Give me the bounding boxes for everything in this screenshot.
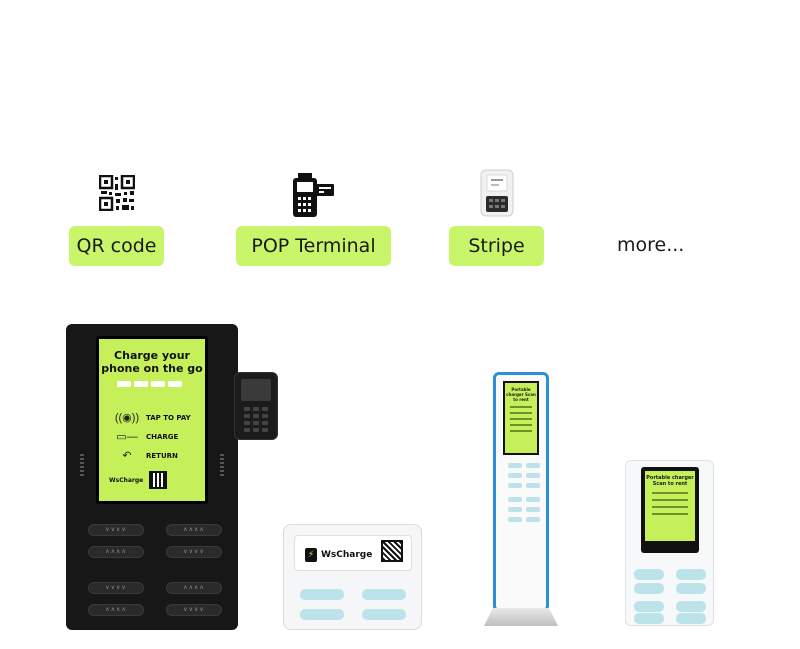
medium-screen-text: Portable charger Scan to rent bbox=[646, 475, 694, 487]
kiosk-step-return: ↶ RETURN bbox=[113, 449, 178, 462]
power-bank-slot bbox=[508, 507, 522, 512]
kiosk-screen: Charge your phone on the go ((◉)) TAP TO… bbox=[96, 336, 208, 504]
mastercard-icon bbox=[168, 381, 182, 387]
power-bank-slot bbox=[526, 507, 540, 512]
medium-station-screen: Portable charger Scan to rent bbox=[641, 467, 699, 553]
visa-icon bbox=[151, 381, 165, 387]
slot-row: ∨∨∨∨ ∧∧∧∧ bbox=[88, 524, 222, 536]
bolt-icon: ⚡ bbox=[305, 548, 317, 562]
return-icon: ↶ bbox=[122, 450, 132, 462]
small-station-device: ⚡ WsCharge bbox=[283, 524, 422, 630]
more-options-text: more... bbox=[617, 234, 685, 256]
power-bank-slot bbox=[508, 483, 522, 488]
power-bank-slot bbox=[300, 609, 344, 620]
power-bank-slot bbox=[300, 589, 344, 600]
kiosk-device: Charge your phone on the go ((◉)) TAP TO… bbox=[66, 324, 238, 630]
terminal-keypad bbox=[244, 407, 270, 432]
charge-icon: ▭— bbox=[116, 431, 138, 443]
payment-option-stripe: Stripe bbox=[449, 226, 544, 266]
tower-base bbox=[484, 608, 558, 626]
payment-option-label: Stripe bbox=[468, 235, 525, 257]
power-bank-slot: ∧∧∧∧ bbox=[88, 546, 144, 558]
brand-logo-text: WsCharge bbox=[109, 476, 144, 484]
power-bank-slot bbox=[508, 473, 522, 478]
slot-row: ∧∧∧∧ ∨∨∨∨ bbox=[88, 604, 222, 616]
power-bank-slot bbox=[526, 463, 540, 468]
payment-option-label: POP Terminal bbox=[251, 235, 376, 257]
card-logos bbox=[117, 381, 182, 387]
qr-code-icon bbox=[98, 174, 136, 212]
card-terminal bbox=[234, 372, 278, 440]
power-bank-slot: ∨∨∨∨ bbox=[166, 546, 222, 558]
terminal-display bbox=[241, 379, 271, 401]
power-bank-slot bbox=[676, 583, 706, 594]
kiosk-step-charge: ▭— CHARGE bbox=[113, 430, 178, 443]
slot-row: ∧∧∧∧ ∨∨∨∨ bbox=[88, 546, 222, 558]
power-bank-slot bbox=[526, 473, 540, 478]
tower-screen: Portable charger Scan to rent bbox=[503, 381, 539, 455]
medium-station-device: Portable charger Scan to rent bbox=[625, 460, 714, 626]
power-bank-slot bbox=[362, 609, 406, 620]
google-pay-icon bbox=[134, 381, 148, 387]
qr-code-icon bbox=[381, 540, 403, 562]
kiosk-step-tap: ((◉)) TAP TO PAY bbox=[113, 411, 191, 424]
small-station-panel: ⚡ WsCharge bbox=[294, 535, 412, 571]
power-bank-slot bbox=[508, 463, 522, 468]
kiosk-brand: WsCharge bbox=[109, 471, 168, 489]
power-bank-slot bbox=[676, 569, 706, 580]
power-bank-slot bbox=[526, 483, 540, 488]
stripe-reader-icon bbox=[478, 168, 516, 218]
power-bank-slot bbox=[634, 583, 664, 594]
contactless-icon: ((◉)) bbox=[114, 412, 140, 424]
qr-code-icon bbox=[149, 471, 168, 489]
kiosk-vent bbox=[80, 454, 84, 476]
kiosk-step-label: RETURN bbox=[146, 451, 178, 460]
kiosk-step-label: CHARGE bbox=[146, 432, 179, 441]
power-bank-slot: ∧∧∧∧ bbox=[166, 582, 222, 594]
small-station-logo: ⚡ WsCharge bbox=[305, 548, 372, 562]
power-bank-slot: ∧∧∧∧ bbox=[88, 604, 144, 616]
power-bank-slot: ∨∨∨∨ bbox=[88, 582, 144, 594]
power-bank-slot bbox=[508, 497, 522, 502]
power-bank-slot bbox=[634, 569, 664, 580]
apple-pay-icon bbox=[117, 381, 131, 387]
power-bank-slot bbox=[676, 601, 706, 612]
power-bank-slot: ∨∨∨∨ bbox=[166, 604, 222, 616]
payment-option-label: QR code bbox=[76, 235, 157, 257]
power-bank-slot bbox=[508, 517, 522, 522]
tower-device: Portable charger Scan to rent bbox=[493, 372, 549, 612]
power-bank-slot: ∨∨∨∨ bbox=[88, 524, 144, 536]
payment-option-qr-code: QR code bbox=[69, 226, 164, 266]
power-bank-slot bbox=[634, 601, 664, 612]
payment-option-pop-terminal: POP Terminal bbox=[236, 226, 391, 266]
power-bank-slot: ∧∧∧∧ bbox=[166, 524, 222, 536]
tower-screen-text: Portable charger Scan to rent bbox=[506, 387, 536, 402]
kiosk-title: Charge your phone on the go bbox=[101, 349, 203, 375]
power-bank-slot bbox=[634, 613, 664, 624]
power-bank-slot bbox=[526, 517, 540, 522]
brand-logo-text: WsCharge bbox=[321, 550, 373, 560]
power-bank-slot bbox=[676, 613, 706, 624]
slot-row: ∨∨∨∨ ∧∧∧∧ bbox=[88, 582, 222, 594]
power-bank-slot bbox=[526, 497, 540, 502]
pos-terminal-icon bbox=[290, 172, 336, 218]
kiosk-step-label: TAP TO PAY bbox=[146, 413, 191, 422]
kiosk-vent bbox=[220, 454, 224, 476]
power-bank-slot bbox=[362, 589, 406, 600]
